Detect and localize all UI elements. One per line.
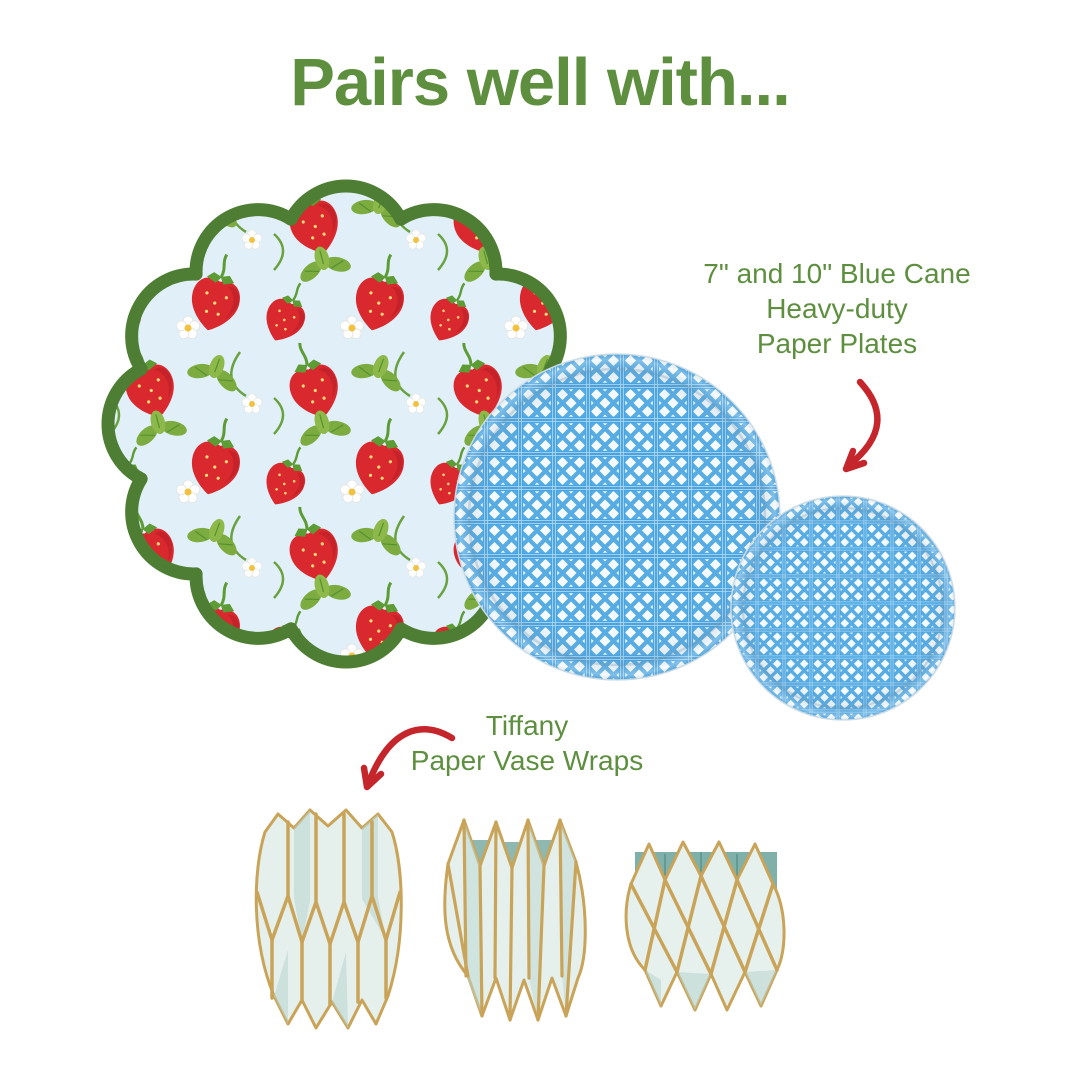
vase-wrap-harlequin bbox=[624, 840, 786, 1012]
vase-wraps-label: Tiffany Paper Vase Wraps bbox=[377, 708, 677, 778]
vase-wraps-label-line1: Tiffany bbox=[485, 710, 569, 741]
vase-wrap-pleated bbox=[254, 808, 403, 1030]
plates-label: 7" and 10" Blue Cane Heavy-duty Paper Pl… bbox=[687, 256, 987, 361]
blue-cane-plate-large bbox=[453, 353, 781, 681]
page-title: Pairs well with... bbox=[290, 45, 791, 120]
plates-label-line2: Heavy-duty bbox=[766, 293, 908, 324]
plates-label-line3: Paper Plates bbox=[756, 328, 918, 359]
arrow-to-plates-icon bbox=[842, 378, 881, 473]
arrow-to-vases-icon bbox=[360, 726, 456, 791]
plates-label-line1: 7" and 10" Blue Cane bbox=[703, 258, 971, 289]
vase-wrap-accordion bbox=[443, 818, 587, 1022]
vase-wraps-label-line2: Paper Vase Wraps bbox=[410, 745, 644, 776]
blue-cane-plate-small bbox=[730, 495, 956, 721]
